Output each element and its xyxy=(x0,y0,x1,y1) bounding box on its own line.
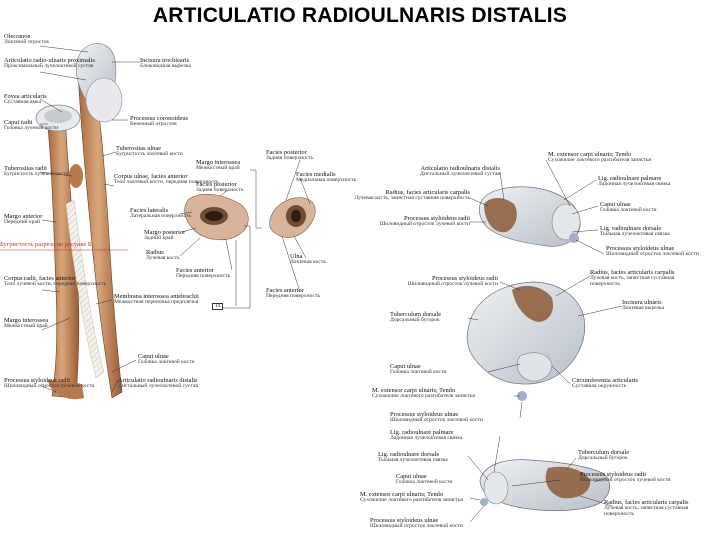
distal-joint-bottom-view xyxy=(479,459,611,511)
distal-joint-middle-view xyxy=(466,281,586,401)
label-section-note: Бугристость разреза на рисунке Б xyxy=(0,241,92,248)
forearm-leader-lines xyxy=(39,45,140,393)
cross-section-ulna xyxy=(269,197,316,238)
cross-section-radius xyxy=(184,193,249,241)
forearm-bones-drawing xyxy=(0,43,128,400)
section-leader-lines xyxy=(179,159,311,309)
page-title: ARTICULATIO RADIOULNARIS DISTALIS xyxy=(152,4,568,27)
right-leader-lines xyxy=(467,159,623,523)
section-figure-number-box: 14 xyxy=(212,303,223,310)
distal-joint-top-view xyxy=(479,186,581,247)
